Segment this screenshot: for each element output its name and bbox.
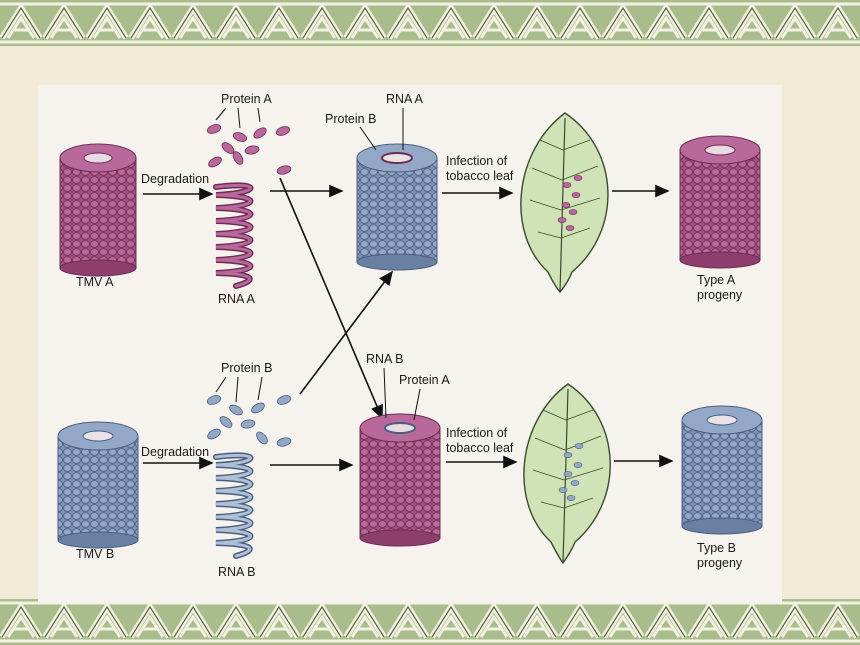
- protein-a-mid-label: Protein A: [399, 373, 450, 387]
- tmv-b-virus: [57, 421, 139, 549]
- tmv-b-label: TMV B: [76, 547, 114, 561]
- type-b-label: Type B: [697, 541, 736, 555]
- tmv-a-virus: [59, 143, 137, 277]
- type-a-progeny-label: progeny: [697, 288, 743, 302]
- infection-top-label-1: Infection of: [446, 154, 508, 168]
- protein-b-mid-label: Protein B: [221, 361, 272, 375]
- decorative-border-bottom: [0, 599, 860, 645]
- rna-b-bottom-label: RNA B: [218, 565, 256, 579]
- type-b-progeny-virus: [681, 405, 763, 535]
- infection-top-label-2: tobacco leaf: [446, 169, 514, 183]
- tmv-experiment-figure: TMV A Degradation Protein A RNA A: [38, 85, 782, 603]
- tobacco-leaf-top: [520, 112, 609, 294]
- type-a-label: Type A: [697, 273, 736, 287]
- type-a-progeny-virus: [679, 135, 761, 269]
- degradation-bottom-label: Degradation: [141, 445, 209, 459]
- infection-bottom-label-1: Infection of: [446, 426, 508, 440]
- degradation-top-label: Degradation: [141, 172, 209, 186]
- rna-b-top-label: RNA B: [366, 352, 404, 366]
- tobacco-leaf-bottom: [523, 383, 611, 565]
- hybrid-virus-bottom: [359, 413, 441, 547]
- rna-a-top-label: RNA A: [386, 92, 423, 106]
- infection-bottom-label-2: tobacco leaf: [446, 441, 514, 455]
- protein-a-top-label: Protein A: [221, 92, 272, 106]
- protein-b-top-label: Protein B: [325, 112, 376, 126]
- tmv-a-label: TMV A: [76, 275, 114, 289]
- type-b-progeny-label: progeny: [697, 556, 743, 570]
- protein-a-fragments: [206, 124, 292, 175]
- rna-a-bottom-label: RNA A: [218, 292, 255, 306]
- protein-b-fragments: [206, 395, 292, 447]
- hybrid-virus-top: [356, 143, 438, 271]
- decorative-border-top: [0, 0, 860, 46]
